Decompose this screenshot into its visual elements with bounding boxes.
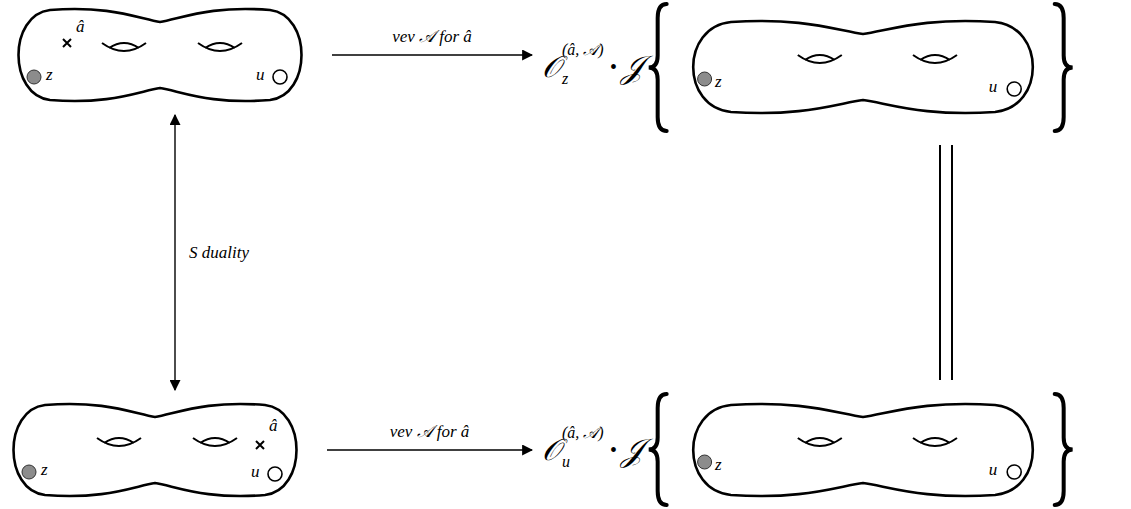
operator-superscript: (â, 𝒜) xyxy=(562,424,604,442)
point-label: z xyxy=(41,460,48,480)
edge-label: vev 𝒜 for â xyxy=(390,27,474,47)
edge-label: S duality xyxy=(187,243,251,263)
equality-sign xyxy=(940,145,952,380)
functional-symbol: 𝒥 xyxy=(621,432,643,469)
riemann-surface: z â u xyxy=(5,400,305,500)
product-dot: • xyxy=(610,439,617,462)
edge-label: vev 𝒜 for â xyxy=(388,422,472,442)
curly-braces xyxy=(538,0,1077,135)
product-dot: • xyxy=(610,56,617,79)
mapping-arrow xyxy=(332,54,532,55)
riemann-surface: â z u xyxy=(10,5,310,105)
point-label: u xyxy=(989,460,998,480)
operator-subscript: u xyxy=(562,453,570,471)
riemann-surface: zu xyxy=(683,17,1043,117)
mapping-arrow xyxy=(327,449,532,450)
duality-arrow xyxy=(174,115,175,390)
surface-outline xyxy=(5,400,305,500)
functional-symbol: 𝒥 xyxy=(621,49,643,86)
surface-outline xyxy=(683,400,1043,500)
point-label: z xyxy=(46,65,53,85)
point-label: u xyxy=(989,77,998,97)
point-label: z xyxy=(715,455,722,475)
operator-symbol: 𝒪 xyxy=(542,433,561,468)
expression-group: 𝒪z(â, 𝒜)•𝒥zu xyxy=(538,0,1077,135)
riemann-surface: zu xyxy=(683,400,1043,500)
operator-symbol: 𝒪 xyxy=(542,50,561,85)
point-label: z xyxy=(715,72,722,92)
surface-outline xyxy=(10,5,310,105)
point-label: â xyxy=(269,416,278,436)
point-label: u xyxy=(256,65,265,85)
point-label: â xyxy=(76,17,85,37)
expression-group: 𝒪u(â, 𝒜)•𝒥zu xyxy=(538,390,1077,509)
point-label: u xyxy=(251,462,260,482)
surface-outline xyxy=(683,17,1043,117)
operator-subscript: z xyxy=(562,70,568,88)
operator-superscript: (â, 𝒜) xyxy=(562,41,604,59)
